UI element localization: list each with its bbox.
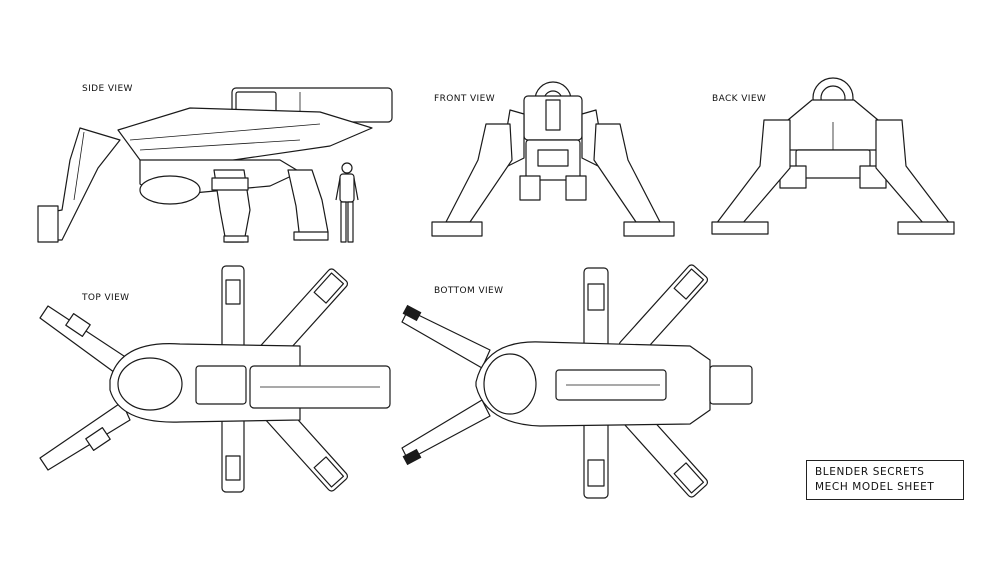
side-view-drawing: [37, 87, 393, 243]
front-left-leg: [445, 123, 513, 223]
top-view-label: TOP VIEW: [82, 293, 130, 303]
front-view-drawing: [431, 81, 675, 237]
side-view-label: SIDE VIEW: [82, 84, 133, 94]
top-rear-leg-lower: [39, 401, 131, 471]
front-view-label: FRONT VIEW: [434, 94, 496, 104]
side-front-leg: [287, 169, 329, 241]
back-left-leg: [715, 119, 791, 225]
side-hull: [117, 107, 373, 163]
bottom-view-drawing: [401, 264, 753, 499]
back-view-label: BACK VIEW: [712, 94, 767, 104]
bottom-cannon-end: [709, 365, 753, 405]
human-scale-figure: [335, 162, 359, 243]
back-view-drawing: [711, 77, 955, 235]
title-block-line-1: BLENDER SECRETS: [815, 466, 925, 478]
top-view-drawing: [39, 265, 391, 493]
back-right-leg: [875, 119, 951, 225]
bottom-rear-leg-lower: [401, 399, 491, 461]
title-block-line-2: MECH MODEL SHEET: [815, 481, 935, 493]
title-block: BLENDER SECRETS MECH MODEL SHEET: [806, 460, 964, 500]
bottom-view-label: BOTTOM VIEW: [434, 286, 504, 296]
front-right-leg: [593, 123, 661, 223]
